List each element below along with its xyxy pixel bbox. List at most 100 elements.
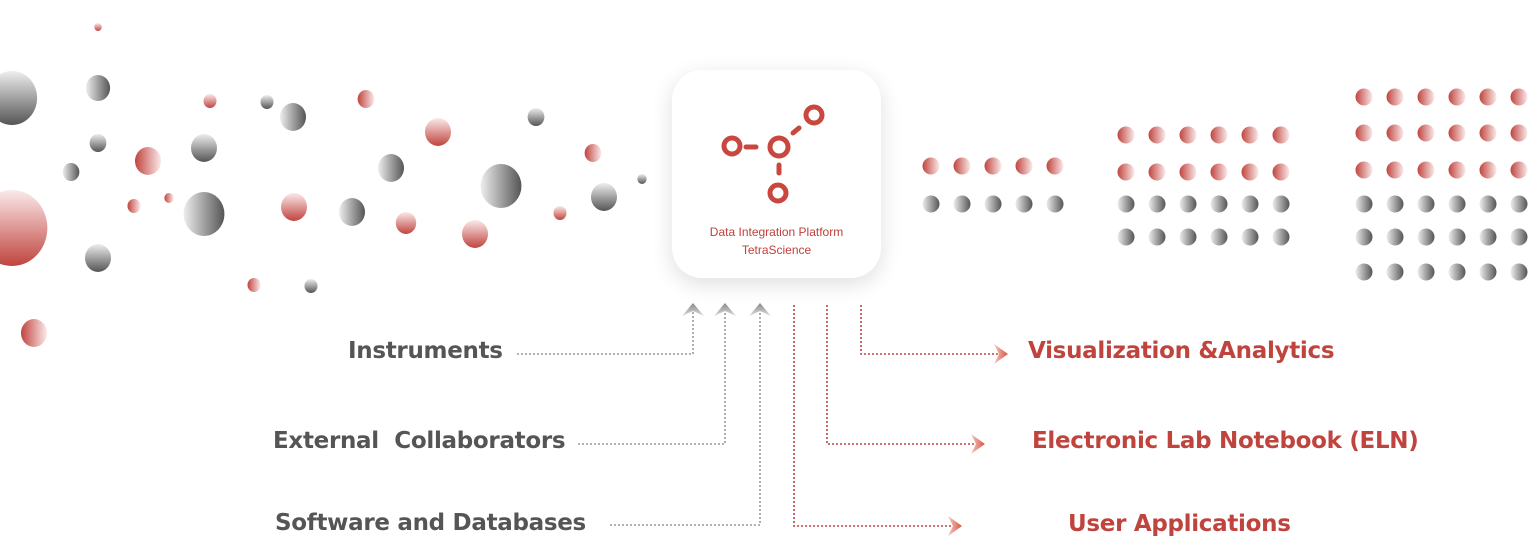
right-arrow-icons — [948, 344, 1008, 536]
grid-dot — [1479, 195, 1497, 213]
grid-dot — [1179, 126, 1197, 144]
grid-dot — [1386, 124, 1404, 142]
data-bubble — [127, 199, 141, 213]
input-software-databases: Software and Databases — [275, 510, 586, 536]
data-bubble — [461, 220, 489, 248]
connector-software — [610, 310, 761, 526]
grid-dot — [1417, 263, 1435, 281]
grid-dot — [1386, 263, 1404, 281]
grid-dot — [1015, 195, 1033, 213]
connector-lines — [517, 305, 1000, 527]
grid-dot — [953, 195, 971, 213]
grid-dot — [1046, 157, 1064, 175]
grid-dot — [1448, 228, 1466, 246]
data-bubble — [134, 147, 162, 175]
grid-dot — [1448, 195, 1466, 213]
right-arrow-icon — [994, 344, 1008, 364]
platform-title: Data Integration Platform — [709, 225, 844, 239]
grid-dot — [1479, 228, 1497, 246]
grid-dot — [1386, 228, 1404, 246]
grid-dot — [1417, 88, 1435, 106]
data-bubble — [357, 90, 375, 108]
data-bubble — [553, 206, 567, 220]
data-bubble — [89, 134, 107, 152]
grid-dot — [1046, 195, 1064, 213]
grid-dot — [1355, 263, 1373, 281]
up-arrow-icon — [749, 303, 771, 316]
grid-dot — [1448, 88, 1466, 106]
data-bubble — [94, 23, 102, 31]
grid-dot — [1386, 161, 1404, 179]
data-bubble — [260, 95, 274, 109]
data-bubble — [183, 192, 225, 236]
data-bubble — [395, 212, 417, 234]
grid-dot — [1510, 228, 1528, 246]
grid-dot — [984, 157, 1002, 175]
grid-dot — [1210, 126, 1228, 144]
data-bubble — [584, 144, 602, 162]
grid-dot — [1355, 195, 1373, 213]
data-bubble — [590, 183, 618, 211]
grid-dot — [1148, 163, 1166, 181]
connector-user-apps — [793, 305, 955, 527]
grid-dot — [1417, 161, 1435, 179]
structured-data-dot-grid — [922, 88, 1528, 281]
grid-dot — [1448, 124, 1466, 142]
data-bubble — [480, 164, 522, 208]
grid-dot — [1479, 124, 1497, 142]
grid-dot — [1210, 163, 1228, 181]
data-bubble — [0, 71, 38, 125]
grid-dot — [1117, 228, 1135, 246]
grid-dot — [1179, 228, 1197, 246]
grid-dot — [1355, 228, 1373, 246]
platform-card: Data Integration Platform TetraScience — [672, 70, 881, 278]
grid-dot — [984, 195, 1002, 213]
grid-dot — [1448, 263, 1466, 281]
grid-dot — [1479, 263, 1497, 281]
grid-dot — [1117, 163, 1135, 181]
grid-dot — [1479, 88, 1497, 106]
grid-dot — [1272, 228, 1290, 246]
grid-dot — [1241, 126, 1259, 144]
grid-dot — [1272, 163, 1290, 181]
up-arrow-icon — [682, 303, 704, 316]
grid-dot — [1015, 157, 1033, 175]
connector-eln — [826, 305, 978, 445]
output-user-applications: User Applications — [1068, 511, 1291, 537]
grid-dot — [1210, 195, 1228, 213]
data-bubble — [280, 193, 308, 221]
grid-dot — [1179, 163, 1197, 181]
output-visualization-analytics: Visualization &Analytics — [1028, 338, 1335, 364]
grid-dot — [1272, 126, 1290, 144]
grid-dot — [1510, 263, 1528, 281]
grid-dot — [953, 157, 971, 175]
data-bubble — [203, 94, 217, 108]
grid-dot — [1210, 228, 1228, 246]
connector-visualization — [860, 305, 1000, 355]
grid-dot — [1510, 88, 1528, 106]
grid-dot — [1386, 195, 1404, 213]
data-bubble — [190, 134, 218, 162]
right-arrow-icon — [948, 516, 962, 536]
data-bubble — [527, 108, 545, 126]
molecule-nodes-icon — [721, 104, 825, 204]
grid-dot — [1241, 228, 1259, 246]
grid-dot — [1417, 195, 1435, 213]
grid-dot — [1417, 124, 1435, 142]
platform-brand: TetraScience — [741, 243, 812, 257]
data-bubble — [377, 154, 405, 182]
right-arrow-icon — [971, 434, 985, 454]
data-bubble — [304, 279, 318, 293]
data-bubble — [279, 103, 307, 131]
connector-instruments — [517, 310, 694, 355]
grid-dot — [922, 157, 940, 175]
grid-dot — [1479, 161, 1497, 179]
grid-dot — [1179, 195, 1197, 213]
grid-dot — [1510, 195, 1528, 213]
scattered-data-bubbles — [0, 23, 647, 347]
data-bubble — [84, 244, 112, 272]
data-bubble — [0, 190, 48, 266]
data-bubble — [20, 319, 48, 347]
data-bubble — [247, 278, 261, 292]
